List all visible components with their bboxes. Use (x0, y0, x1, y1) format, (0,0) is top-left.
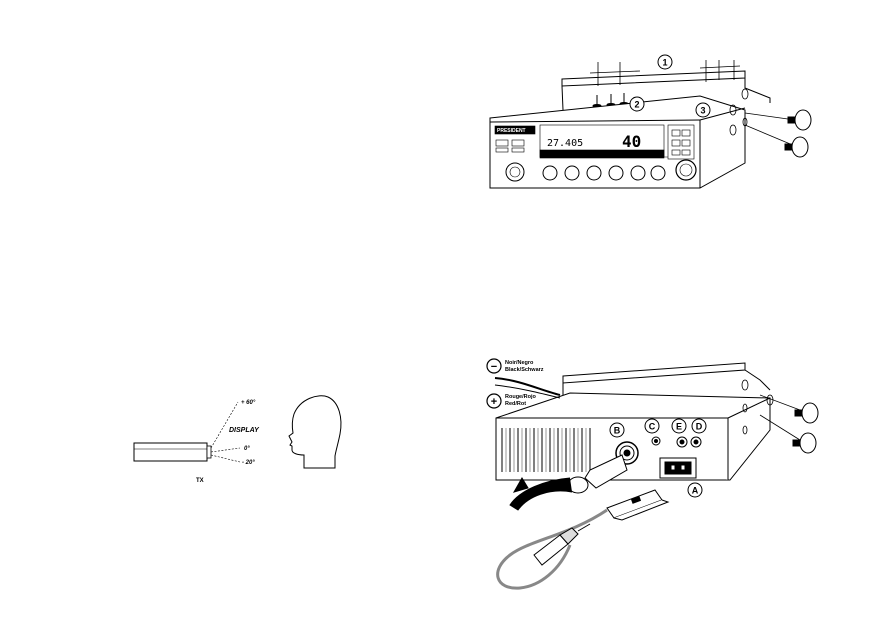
bracket-side-detail (729, 88, 749, 136)
mounting-diagram: PRESIDENT 27.405 40 1 2 3 (489, 54, 812, 189)
callout-3: 3 (695, 102, 711, 118)
angle-plus60-label: + 60° (241, 400, 256, 406)
coax-cable-icon (509, 454, 628, 511)
callout-c: C (644, 418, 660, 434)
positive-wire-label-2: Red/Rot (505, 401, 526, 407)
svg-text:1: 1 (662, 58, 667, 68)
svg-text:+: + (491, 396, 497, 408)
svg-text:−: − (491, 361, 497, 373)
rear-connections-diagram: − Noir/Negro Black/Schwarz + Rouge/Rojo … (486, 358, 819, 590)
rear-bracket-detail (741, 379, 774, 435)
power-wires (494, 377, 561, 399)
lcd-channel-readout: 40 (622, 132, 641, 151)
jack-c-icon (651, 436, 661, 446)
svg-text:E: E (676, 422, 682, 432)
svg-text:3: 3 (700, 106, 705, 116)
negative-wire-label-1: Noir/Negro (505, 360, 534, 366)
mounting-bracket (561, 70, 771, 111)
svg-text:C: C (649, 422, 656, 432)
callout-2: 2 (629, 96, 645, 112)
angle-minus20-label: - 20° (242, 460, 255, 466)
callout-b: B (609, 422, 625, 438)
radio-side-view (133, 442, 212, 462)
negative-polarity-icon: − (486, 358, 502, 374)
mounting-knob-icon (744, 109, 812, 158)
fuse-holder-icon (533, 523, 591, 566)
jack-e-icon (676, 436, 688, 448)
callout-e: E (671, 418, 687, 434)
heatsink-fins (501, 428, 591, 472)
power-plug-icon (606, 489, 670, 521)
callout-d: D (691, 418, 707, 434)
svg-text:A: A (692, 486, 699, 496)
lcd-freq-readout: 27.405 (547, 138, 583, 149)
callout-a: A (687, 482, 703, 498)
power-socket-icon (659, 457, 697, 479)
angle-lines (210, 401, 241, 463)
gray-power-cable (496, 508, 608, 590)
rear-radio-unit (495, 392, 771, 481)
svg-text:D: D (696, 422, 703, 432)
jack-d-icon (690, 436, 702, 448)
positive-wire-label-1: Rouge/Rojo (505, 394, 536, 400)
display-label: DISPLAY (229, 427, 260, 434)
svg-text:B: B (614, 426, 621, 436)
radio-front-panel (494, 124, 697, 182)
head-profile-icon (288, 395, 342, 469)
rear-knob-icon (759, 394, 819, 454)
angle-zero-label: 0° (244, 446, 250, 452)
rear-bracket (562, 362, 771, 400)
tx-label: TX (196, 478, 204, 484)
bracket-mount-lines (589, 60, 741, 86)
viewing-angle-diagram: + 60° DISPLAY 0° - 20° TX (133, 395, 342, 484)
brand-label: PRESIDENT (497, 128, 526, 134)
negative-wire-label-2: Black/Schwarz (505, 367, 544, 373)
positive-polarity-icon: + (486, 393, 502, 409)
callout-1: 1 (657, 54, 673, 70)
svg-text:2: 2 (634, 100, 639, 110)
radio-unit (489, 95, 746, 189)
